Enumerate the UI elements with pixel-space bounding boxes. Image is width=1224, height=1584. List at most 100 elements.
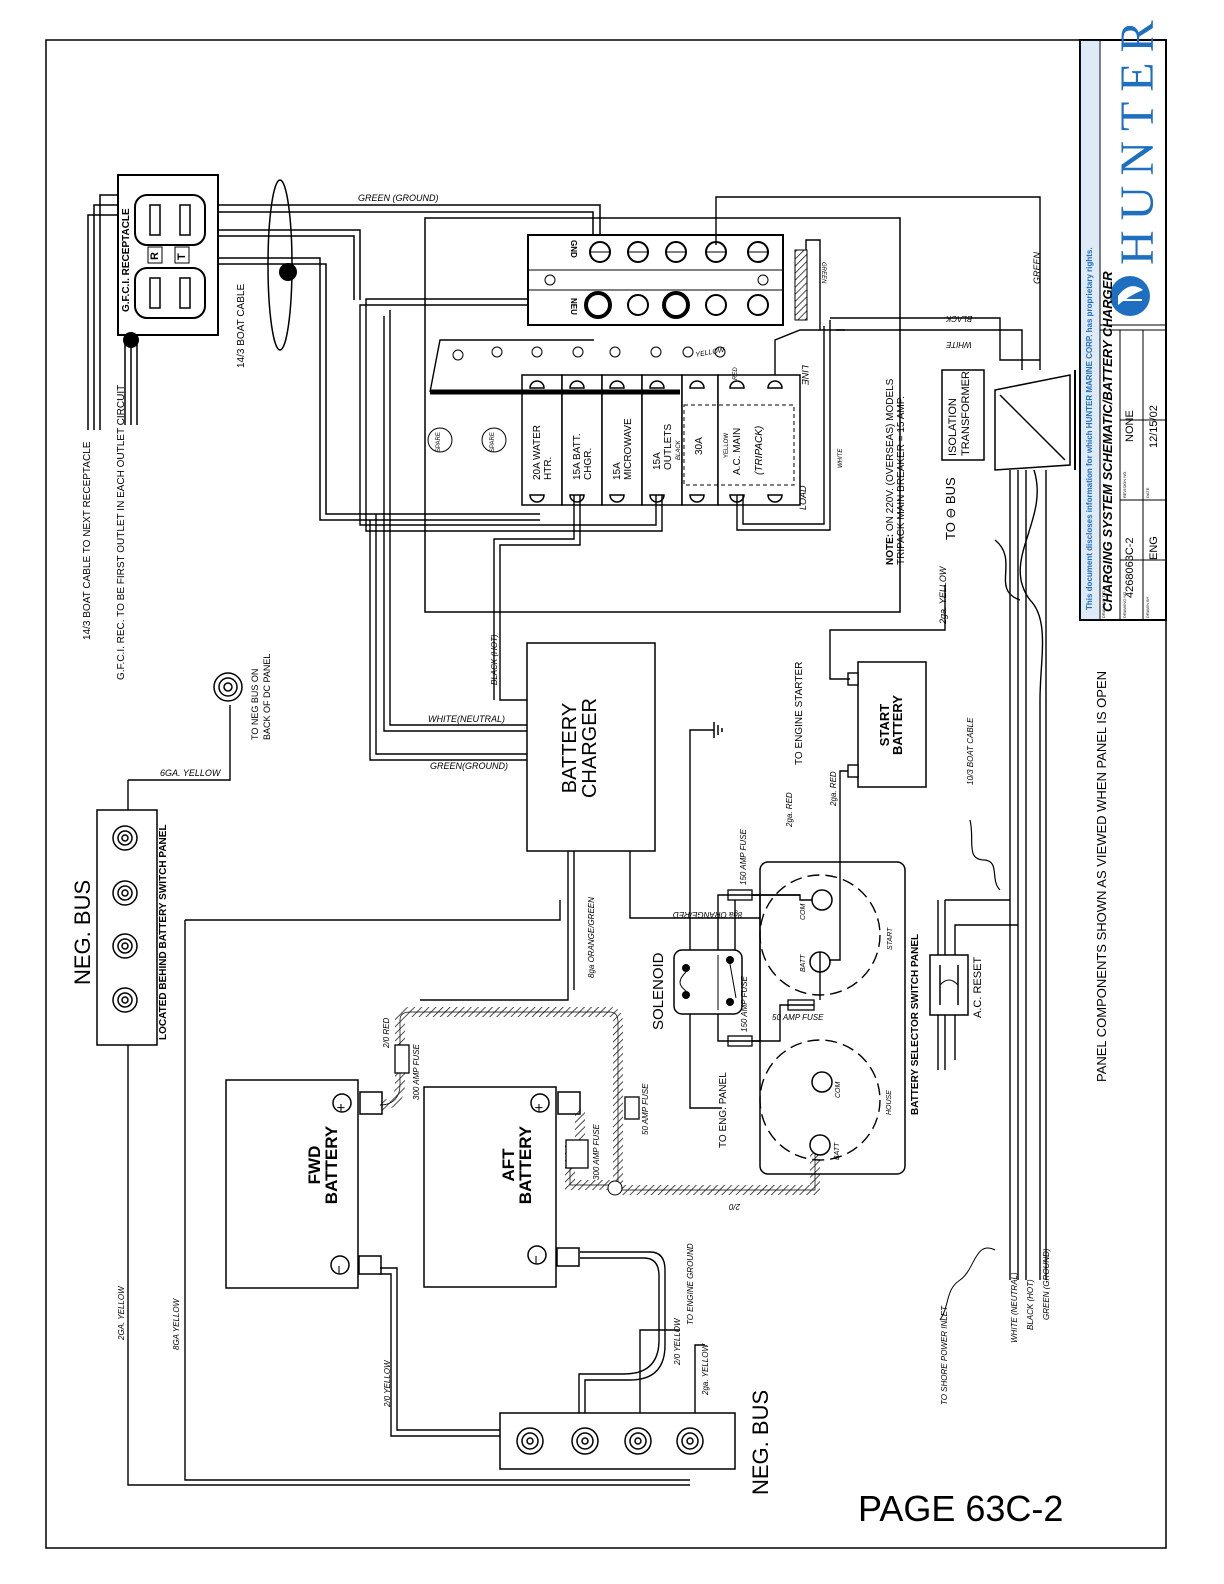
breaker-black: BLACK	[676, 440, 682, 460]
neg-bus-top	[96, 809, 158, 1046]
field-revision: REVISION NO.	[1122, 470, 1127, 498]
breaker-microwave: 15A MICROWAVE	[612, 418, 634, 480]
breaker-panel	[427, 346, 801, 506]
wire-white-neutral-shore: WHITE (NEUTRAL)	[1010, 1272, 1019, 1343]
aft-plus: +	[531, 1103, 548, 1112]
engine-starter-label: TO ENGINE STARTER	[794, 661, 805, 765]
neg-bus-bottom-title: NEG. BUS	[748, 1389, 773, 1495]
ac-reset-breaker	[929, 954, 969, 1016]
fwd-battery-label: FWD BATTERY	[305, 1125, 341, 1205]
breaker-outlets: 15A OUTLETS	[652, 423, 674, 470]
revision: NONE	[1124, 410, 1136, 442]
spare-2: SPARE	[490, 432, 496, 452]
field-drawn-by: DRAWN BY	[1145, 596, 1150, 618]
fuse-50-b: 50 AMP FUSE	[772, 1013, 824, 1022]
breaker-line: LINE	[800, 365, 810, 386]
fuse-50-a: 50 AMP FUSE	[641, 1083, 650, 1135]
wire-black-right: BLACK	[946, 314, 973, 323]
selector-com-start: COM	[800, 903, 807, 920]
brand-disclaimer: This document discloses information for …	[1085, 247, 1094, 610]
drawing-no: 4268063C-2	[1124, 537, 1136, 598]
note-line2: TRIPACK MAIN BREAKER = 15 AMP.	[896, 396, 907, 565]
isolation-transformer	[941, 369, 1076, 471]
start-battery	[857, 661, 927, 788]
wire-yellow-6ga: 6GA. YELLOW	[160, 768, 221, 778]
fwd-minus: −	[331, 1265, 348, 1274]
neg-bus-back-1: TO NEG BUS ON	[250, 668, 260, 740]
brand-name: HUNTER	[1111, 10, 1164, 265]
wire-cable-20: 2/0	[729, 1202, 741, 1211]
gfci-boat-cable: 14/3 BOAT CABLE	[236, 283, 247, 368]
wire-green-small: GREEN	[820, 262, 826, 284]
fuse-150-a: 150 AMP FUSE	[739, 829, 748, 885]
breaker-water-heater: 20A WATER HTR.	[532, 424, 554, 480]
wire-orange-green: 8ga ORANGE/GREEN	[587, 897, 596, 978]
wire-green-ground-top: GREEN (GROUND)	[358, 193, 439, 203]
wire-yellow-2ga-bus: 2ga. YELLOW	[938, 566, 948, 624]
fuse-300-b: 300 AMP FUSE	[592, 1124, 601, 1180]
selector-panel-label: BATTERY SELECTOR SWITCH PANEL	[910, 933, 921, 1115]
note-label: NOTE:	[885, 533, 896, 565]
to-neg-bus: TO ⊖ BUS	[943, 477, 958, 540]
battery-charger-label: BATTERY CHARGER	[559, 698, 601, 799]
gfci-r: R	[149, 252, 161, 260]
selector-batt-house: BATT	[834, 1142, 841, 1160]
selector-com-house: COM	[835, 1081, 842, 1098]
panel-note: PANEL COMPONENTS SHOWN AS VIEWED WHEN PA…	[1094, 670, 1109, 1082]
note-line1: ON 220V. (OVERSEAS) MODELS	[885, 378, 896, 532]
page-label: PAGE 63C-2	[858, 1488, 1064, 1529]
neg-bus-top-sub: LOCATED BEHIND BATTERY SWITCH PANEL	[158, 824, 169, 1040]
terminal-gnd: GND	[569, 240, 578, 258]
drawing-title: CHARGING SYSTEM SCHEMATIC/BATTERY CHARGE…	[1100, 271, 1115, 612]
wire-boat-cable-10-3: 10/3 BOAT CABLE	[966, 717, 975, 785]
wire-yellow-20-b: 2/0 YELLOW	[673, 1318, 682, 1365]
wire-yellow-2ga-bottom: 2ga. YELLOW	[701, 1344, 710, 1395]
gfci-t: T	[176, 253, 188, 260]
wire-green-ground-charger: GREEN(GROUND)	[430, 761, 508, 771]
wire-red-2ga-b: 2ga. RED	[829, 771, 838, 806]
wire-orange-red: 8ga ORANGE/RED	[673, 910, 743, 919]
ac-reset-label: A.C. RESET	[972, 956, 984, 1018]
breaker-30a: 30A	[694, 437, 705, 455]
tripack: (TRIPACK)	[754, 425, 765, 475]
breaker-batt-chgr: 15A BATT. CHGR.	[572, 433, 594, 480]
wire-yellow-2ga-left: 2GA. YELLOW	[117, 1286, 126, 1340]
fwd-plus: +	[333, 1103, 350, 1112]
drawn-by: ENG	[1148, 536, 1160, 560]
neg-bus-back-2: BACK OF DC PANEL	[262, 653, 272, 740]
hunter-logo	[1110, 276, 1150, 316]
terminal-strip	[527, 234, 784, 326]
selector-start: START	[887, 927, 894, 950]
solenoid-label: SOLENOID	[650, 952, 667, 1030]
fwd-battery	[225, 1079, 359, 1289]
note: NOTE: ON 220V. (OVERSEAS) MODELS	[885, 379, 896, 565]
fuse-300-a: 300 AMP FUSE	[412, 1044, 421, 1100]
wire-green-ground-shore: GREEN (GROUND)	[1042, 1248, 1051, 1320]
field-date: DATE	[1145, 487, 1150, 498]
battery-charger	[526, 642, 656, 852]
breaker-load: LOAD	[798, 485, 808, 510]
wire-yellow-20-a: 2/0 YELLOW	[383, 1360, 392, 1407]
wire-shore-inlet: TO SHORE POWER INLET	[940, 1306, 949, 1405]
wire-yellow-8ga: 8GA YELLOW	[172, 1298, 181, 1350]
terminal-neu: NEU	[569, 298, 578, 315]
aft-battery-label: AFT BATTERY	[499, 1125, 535, 1205]
neg-bus-top-title: NEG. BUS	[70, 879, 95, 985]
first-outlet: G.F.C.I. REC. TO BE FIRST OUTLET IN EACH…	[116, 384, 127, 680]
next-receptacle: 14/3 BOAT CABLE TO NEXT RECEPTACLE	[82, 441, 93, 640]
start-battery-label: START BATTERY	[877, 695, 905, 755]
solenoid	[673, 949, 743, 1015]
spare-1: SPARE	[436, 432, 442, 452]
wire-red-20: 2/0 RED	[382, 1017, 391, 1048]
gfci-receptacle	[117, 174, 219, 348]
neg-bus-bottom	[499, 1412, 736, 1470]
eng-panel-label: TO ENG. PANEL	[718, 1072, 729, 1148]
neg-bus-stud	[213, 672, 243, 702]
aft-minus: −	[528, 1255, 545, 1264]
wire-white-right: WHITE	[946, 340, 972, 349]
date: 12/15/02	[1148, 405, 1160, 448]
wire-white-small: WHITE	[838, 448, 844, 468]
wire-black-hot-shore: BLACK (HOT)	[1026, 1279, 1035, 1330]
